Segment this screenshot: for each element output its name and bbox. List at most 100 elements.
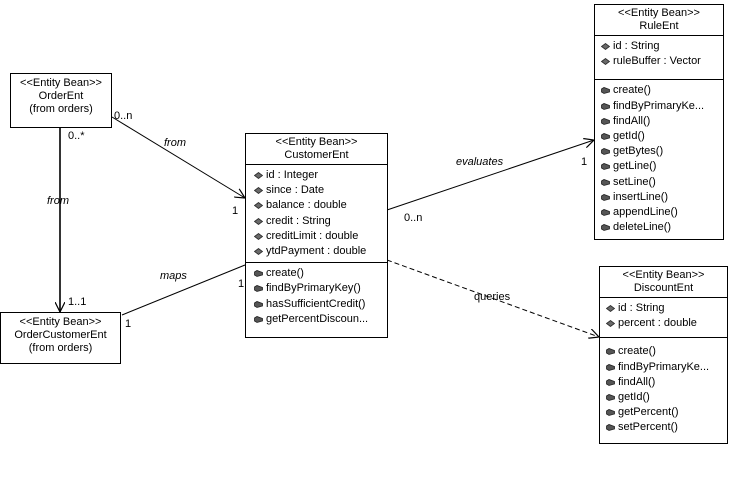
operation-item: getId()	[606, 390, 727, 405]
operation-item: getPercentDiscoun...	[254, 312, 387, 327]
order-ent-stereotype: <<Entity Bean>>	[20, 77, 102, 89]
operation-icon	[601, 178, 610, 186]
order-customer-ent-package: (from orders)	[28, 342, 93, 354]
operation-label: getPercent()	[618, 406, 679, 419]
operation-item: findAll()	[606, 375, 727, 390]
class-discount-ent[interactable]: <<Entity Bean>> DiscountEnt id : String p…	[599, 266, 728, 444]
operation-icon	[254, 300, 263, 308]
operation-icon	[601, 224, 610, 232]
order-customer-mult-source: 0..n	[114, 110, 133, 122]
operation-item: create()	[606, 344, 727, 359]
order-customer-mult-target: 1	[232, 205, 239, 217]
operation-item: findByPrimaryKe...	[606, 360, 727, 375]
attribute-item: creditLimit : double	[254, 229, 387, 244]
operation-icon	[606, 348, 615, 356]
operation-item: setPercent()	[606, 420, 727, 435]
operation-item: create()	[601, 83, 723, 98]
operation-icon	[601, 193, 610, 201]
operation-label: findAll()	[618, 375, 656, 388]
attribute-icon	[606, 305, 615, 312]
operation-icon	[254, 285, 263, 293]
operation-item: insertLine()	[601, 190, 723, 205]
attribute-item: id : String	[606, 301, 727, 316]
attribute-item: since : Date	[254, 183, 387, 198]
operation-label: getBytes()	[613, 145, 664, 158]
attribute-item: ruleBuffer : Vector	[601, 54, 723, 69]
ordercustomer-customer-mult-source: 1	[125, 318, 132, 330]
operation-label: getPercentDiscoun...	[266, 312, 369, 325]
operation-item: findAll()	[601, 114, 723, 129]
attribute-item: ytdPayment : double	[254, 244, 387, 259]
assoc-ordercustomer-customer-line[interactable]	[121, 264, 246, 316]
operation-icon	[606, 378, 615, 386]
discount-ent-attributes: id : String percent : double	[600, 297, 727, 337]
operation-icon	[606, 363, 615, 371]
rule-ent-name: RuleEnt	[639, 20, 679, 32]
operation-icon	[601, 87, 610, 95]
rule-ent-operations: create() findByPrimaryKe... findAll()getId…	[595, 79, 723, 238]
attribute-item: balance : double	[254, 198, 387, 213]
attribute-icon	[254, 187, 263, 195]
order-ent-package: (from orders)	[29, 103, 93, 115]
dependency-customer-discount-line[interactable]	[386, 259, 599, 337]
operation-item: create()	[254, 266, 387, 281]
operation-item: hasSufficientCredit()	[254, 297, 387, 312]
operation-label: deleteLine()	[613, 221, 672, 234]
operation-label: setPercent()	[618, 421, 678, 434]
order-ent-name: OrderEnt	[38, 90, 84, 102]
operation-icon	[254, 270, 263, 278]
discount-ent-name: DiscountEnt	[633, 282, 694, 294]
customer-rule-mult-target: 1	[581, 156, 588, 168]
customer-ent-stereotype: <<Entity Bean>>	[275, 136, 358, 148]
operation-item: deleteLine()	[601, 220, 723, 235]
operation-item: getBytes()	[601, 144, 723, 159]
attribute-item: percent : double	[606, 316, 727, 331]
attribute-item: id : Integer	[254, 168, 387, 183]
customer-rule-mult-source: 0..n	[404, 212, 423, 224]
class-order-ent[interactable]: <<Entity Bean>> OrderEnt (from orders)	[10, 73, 112, 128]
operation-label: getLine()	[613, 160, 657, 173]
attribute-icon	[254, 202, 263, 210]
order-ordercustomer-role-label: from	[47, 195, 69, 207]
attribute-label: ruleBuffer : Vector	[613, 55, 701, 68]
attribute-label: creditLimit : double	[266, 229, 359, 242]
assoc-order-customer-line[interactable]	[111, 116, 245, 198]
order-customer-ent-stereotype: <<Entity Bean>>	[19, 316, 102, 328]
attribute-icon	[254, 172, 263, 179]
customer-rule-role-label: evaluates	[456, 156, 504, 168]
attribute-label: id : Integer	[266, 169, 318, 181]
customer-discount-label: queries	[474, 291, 511, 303]
operation-label: create()	[266, 267, 304, 280]
attribute-label: since : Date	[266, 184, 325, 197]
ordercustomer-customer-role-label: maps	[160, 270, 187, 282]
operation-label: getId()	[618, 391, 650, 404]
operation-label: findByPrimaryKe...	[613, 99, 705, 112]
operation-icon	[601, 163, 610, 171]
attribute-label: id : String	[618, 302, 665, 314]
operation-label: hasSufficientCredit()	[266, 297, 366, 310]
operation-item: getPercent()	[606, 405, 727, 420]
operation-item: getId()	[601, 129, 723, 144]
assoc-customer-rule-line[interactable]	[386, 140, 594, 211]
order-ordercustomer-mult-target: 1..1	[68, 296, 87, 308]
operation-icon	[601, 148, 610, 156]
customer-ent-name: CustomerEnt	[284, 149, 349, 161]
discount-ent-stereotype: <<Entity Bean>>	[622, 269, 705, 281]
order-ordercustomer-mult-source: 0..*	[68, 130, 85, 142]
customer-ent-operations: create()findByPrimaryKey()hasSufficientC…	[246, 262, 387, 330]
attribute-icon	[254, 248, 263, 256]
class-order-customer-ent[interactable]: <<Entity Bean>> OrderCustomerEnt (from o…	[0, 312, 121, 364]
operation-label: create()	[613, 84, 651, 97]
attribute-label: credit : String	[266, 214, 331, 227]
class-customer-ent[interactable]: <<Entity Bean>> CustomerEnt id : Integer…	[245, 133, 388, 338]
operation-label: findByPrimaryKe...	[618, 360, 710, 373]
operation-label: getId()	[613, 130, 645, 143]
operation-item: findByPrimaryKe...	[601, 99, 723, 114]
attribute-icon	[606, 320, 615, 328]
operation-icon	[601, 102, 610, 110]
attribute-label: ytdPayment : double	[266, 245, 367, 258]
